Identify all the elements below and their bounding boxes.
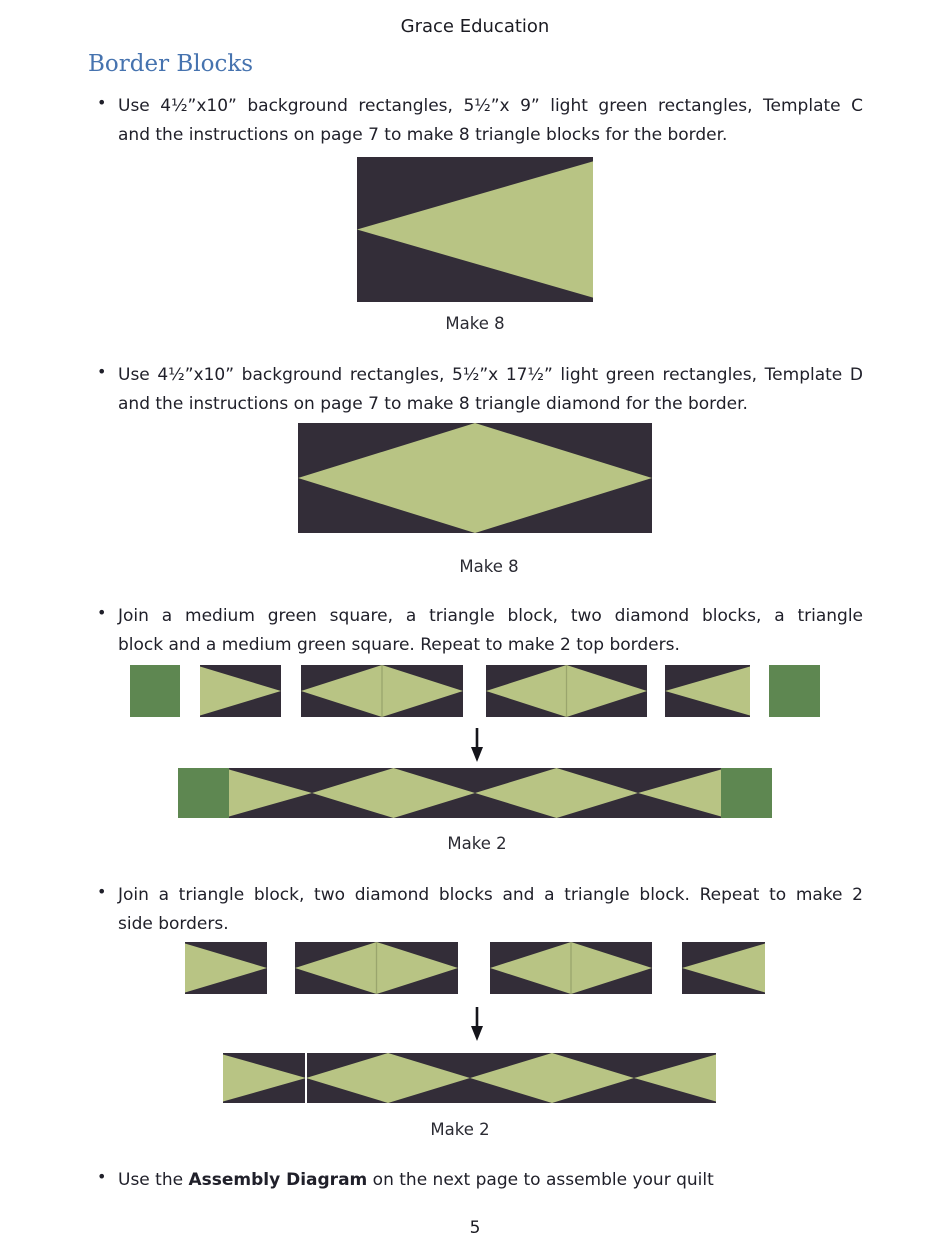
- figure-caption: Make 8: [445, 314, 505, 333]
- seam-line: [305, 1053, 307, 1103]
- assembly-diagram-reference: Assembly Diagram: [188, 1170, 368, 1190]
- bullet-marker: •: [97, 603, 107, 622]
- bullet-item-top-borders: • Join a medium green square, a triangle…: [97, 602, 863, 660]
- side-border-strip: [223, 1053, 716, 1103]
- green-square-segment: [178, 768, 229, 818]
- bullet-text-line: block and a medium green square. Repeat …: [118, 635, 680, 655]
- diamond-block-figure: [298, 423, 652, 533]
- section-heading: Border Blocks: [88, 51, 254, 77]
- diamond-segment: [312, 768, 475, 818]
- triangle-block-left: [682, 942, 765, 994]
- diamond-shape: [298, 423, 652, 533]
- bullet-item-side-borders: • Join a triangle block, two diamond blo…: [97, 881, 863, 939]
- bullet-marker: •: [97, 882, 107, 901]
- green-square-block: [130, 665, 180, 717]
- bullet-text-line: and the instructions on page 7 to make 8…: [118, 125, 728, 145]
- diamond-block: [486, 665, 647, 717]
- triangle-segment-right: [223, 1053, 306, 1103]
- triangle-segment-left: [634, 1053, 716, 1103]
- top-border-strip: [178, 768, 772, 818]
- page-number: 5: [469, 1218, 481, 1238]
- diamond-block: [490, 942, 652, 994]
- bullet-text-segment: on the next page to assemble your quilt: [367, 1170, 714, 1190]
- figure-caption: Make 2: [447, 834, 507, 853]
- bullet-text-segment: Use the: [118, 1170, 189, 1190]
- triangle-segment-left: [638, 768, 721, 818]
- triangle-left-shape: [357, 161, 593, 298]
- triangle-block-right: [200, 665, 281, 717]
- down-arrow-icon: [469, 1006, 485, 1046]
- bullet-text-line: Use 4½”x10” background rectangles, 5½”x …: [118, 365, 863, 385]
- bullet-marker: •: [97, 362, 107, 381]
- bullet-item-triangle-blocks: • Use 4½”x10” background rectangles, 5½”…: [97, 92, 863, 150]
- triangle-segment-right: [229, 768, 312, 818]
- triangle-block-figure: [357, 157, 593, 302]
- side-border-block-row: [0, 942, 950, 994]
- document-title: Grace Education: [400, 16, 550, 37]
- triangle-block-left: [665, 665, 750, 717]
- figure-caption: Make 8: [459, 557, 519, 576]
- bullet-marker: •: [97, 93, 107, 112]
- bullet-text-line: Join a triangle block, two diamond block…: [118, 885, 863, 905]
- diamond-segment: [475, 768, 638, 818]
- diamond-segment: [306, 1053, 470, 1103]
- bullet-text-line: and the instructions on page 7 to make 8…: [118, 394, 748, 414]
- figure-caption: Make 2: [430, 1120, 490, 1139]
- bullet-marker: •: [97, 1167, 107, 1186]
- diamond-block: [301, 665, 463, 717]
- bullet-item-diamond-blocks: • Use 4½”x10” background rectangles, 5½”…: [97, 361, 863, 419]
- bullet-item-assembly: • Use the Assembly Diagram on the next p…: [97, 1166, 863, 1195]
- green-square-segment: [721, 768, 772, 818]
- down-arrow-icon: [469, 727, 485, 767]
- diamond-block: [295, 942, 458, 994]
- diamond-segment: [470, 1053, 634, 1103]
- bullet-text-line: side borders.: [118, 914, 229, 934]
- bullet-text-line: Use 4½”x10” background rectangles, 5½”x …: [118, 96, 863, 116]
- green-square-block: [769, 665, 820, 717]
- bullet-text-line: Join a medium green square, a triangle b…: [118, 606, 863, 626]
- top-border-block-row: [0, 665, 950, 717]
- triangle-block-right: [185, 942, 267, 994]
